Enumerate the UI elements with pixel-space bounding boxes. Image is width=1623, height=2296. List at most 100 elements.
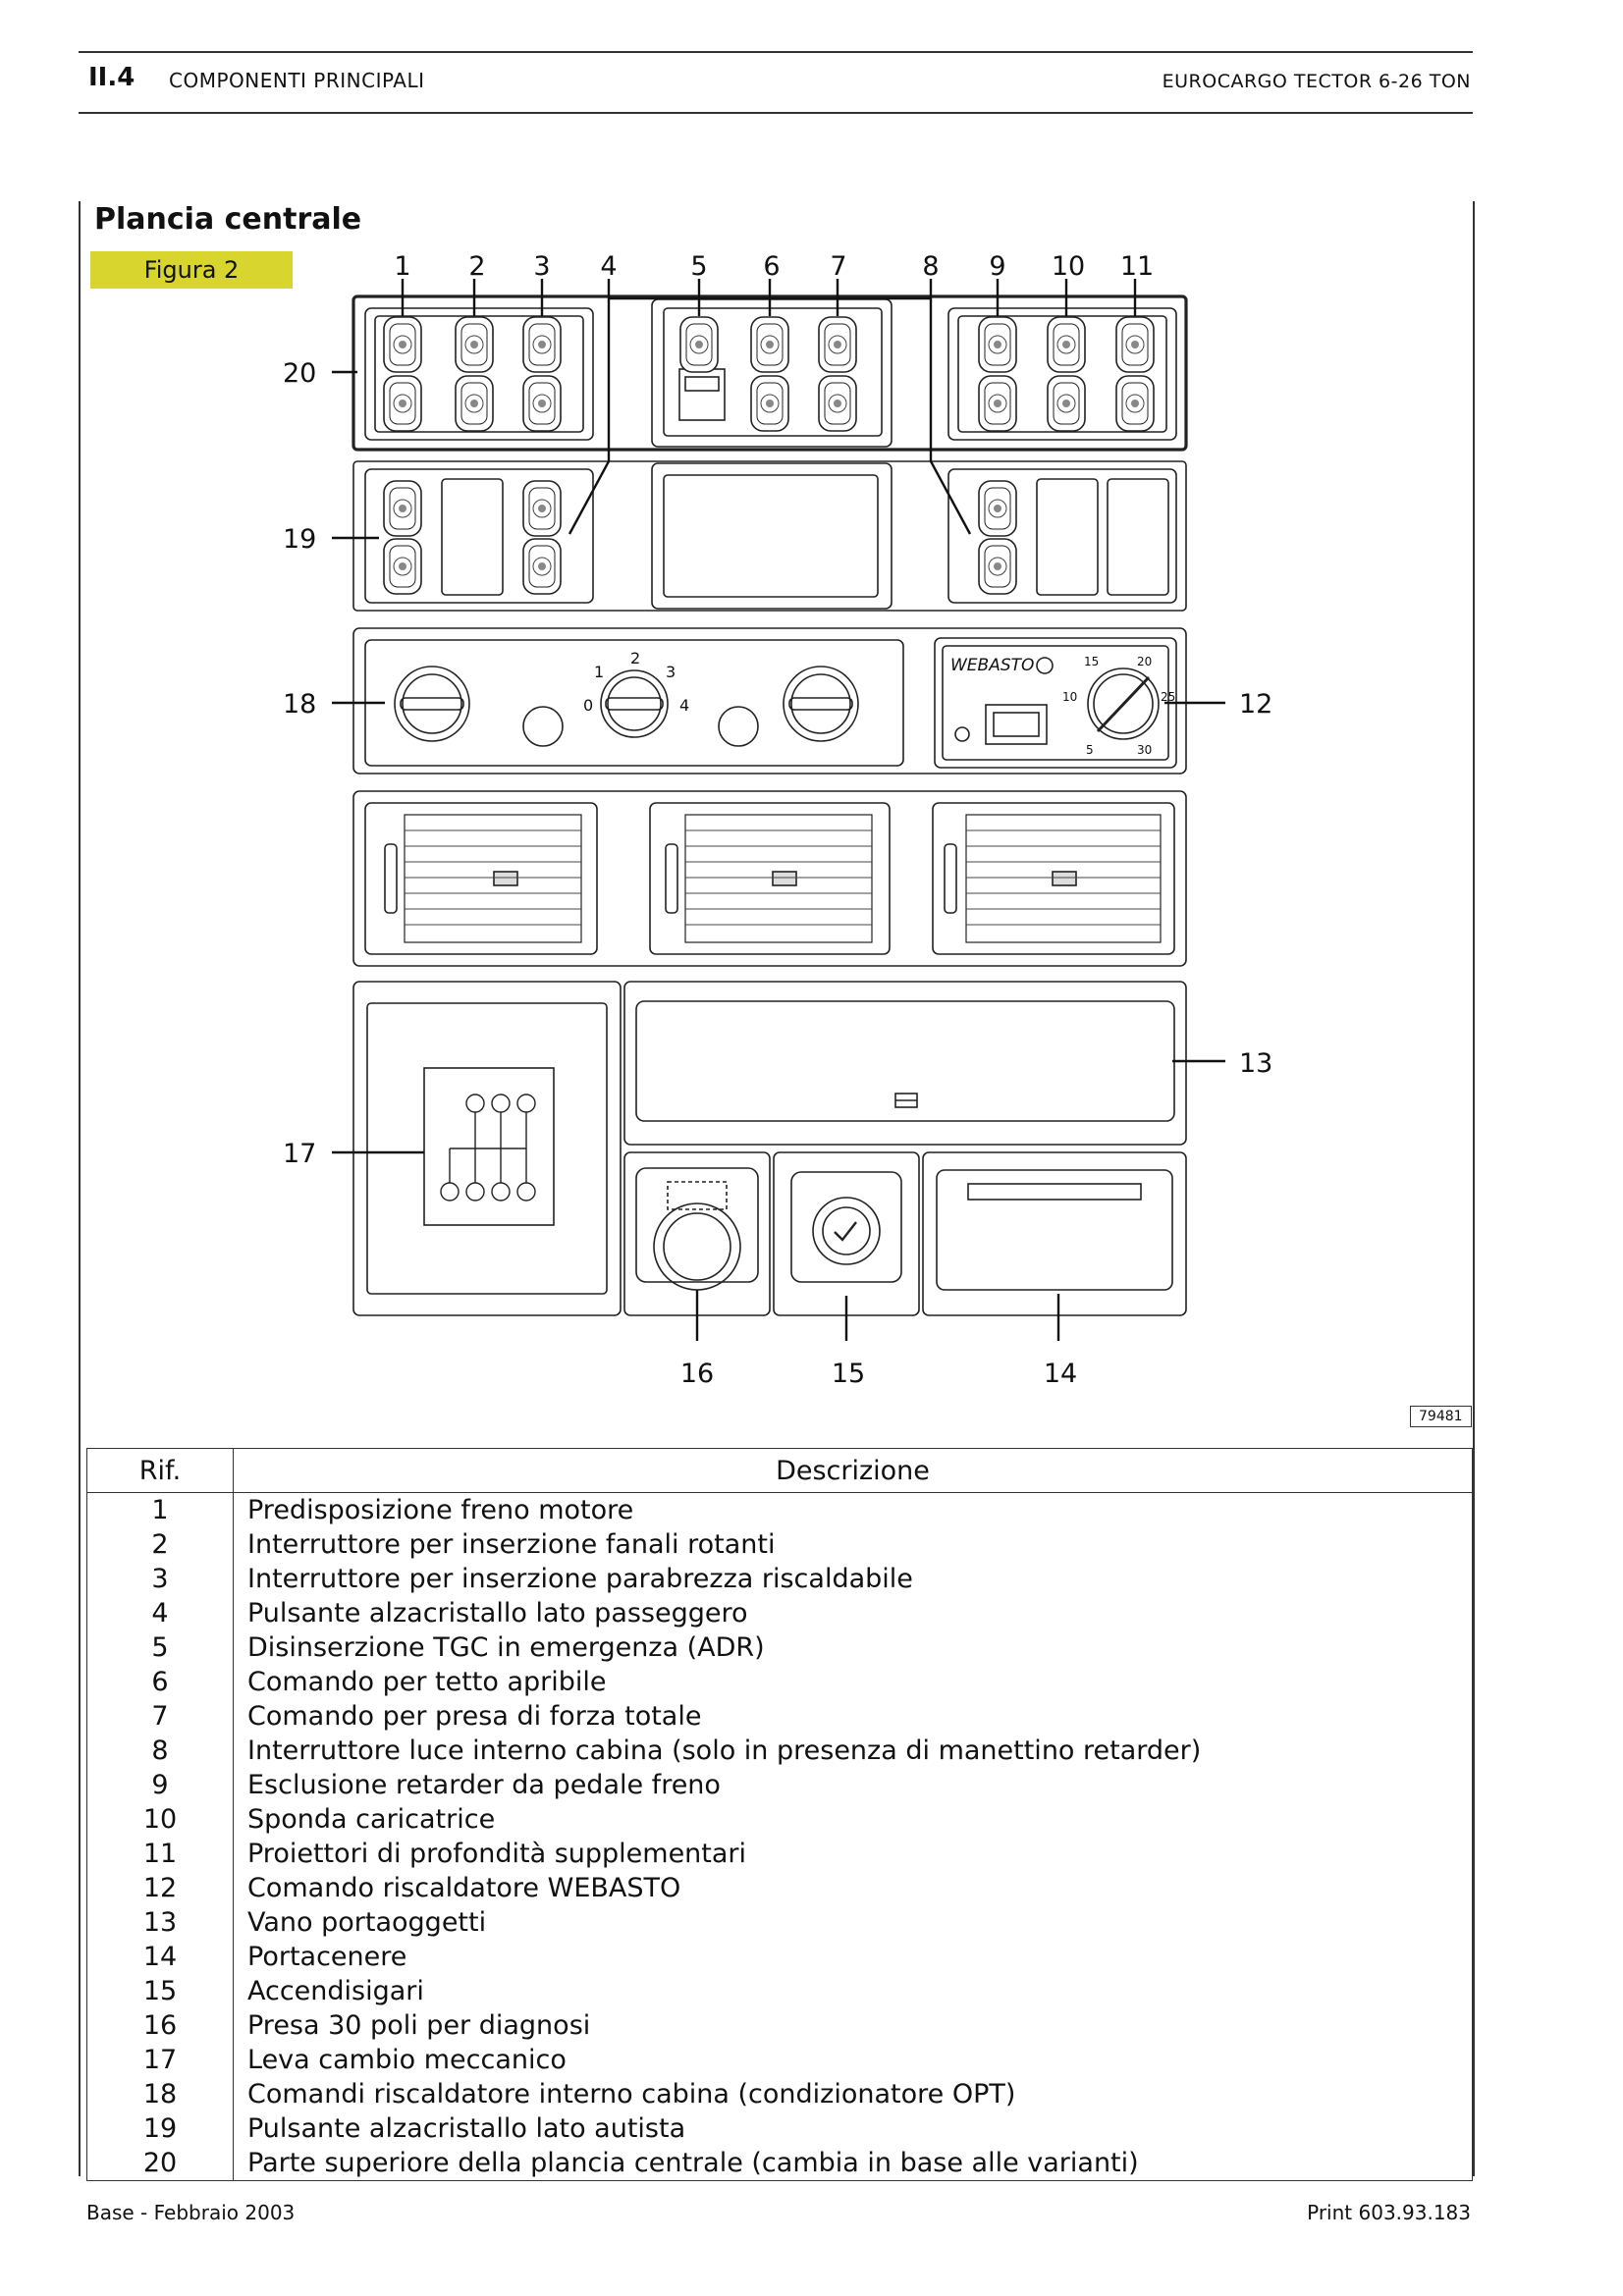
row-rif: 18: [86, 2077, 234, 2111]
gear-shift-pattern: [440, 1094, 536, 1201]
temp-tick-25: 25: [1161, 690, 1175, 704]
temp-tick-30: 30: [1137, 743, 1152, 757]
row-description: Accendisigari: [233, 1974, 1473, 2008]
callout-5: 5: [690, 251, 707, 282]
row-rif: 10: [86, 1802, 234, 1837]
fan-speed-4: 4: [679, 696, 689, 715]
callout-20: 20: [283, 358, 316, 389]
row-rif: 9: [86, 1768, 234, 1802]
row-description: Comando per tetto apribile: [233, 1665, 1473, 1699]
frame-left: [79, 201, 81, 2176]
row-rif: 15: [86, 1974, 234, 2008]
callout-17: 17: [283, 1139, 316, 1169]
footer-edition: Base - Febbraio 2003: [86, 2201, 296, 2224]
fan-speed-0: 0: [583, 696, 593, 715]
header-title: COMPONENTI PRINCIPALI: [169, 69, 425, 92]
section-title: Plancia centrale: [94, 202, 362, 237]
row-description: Portacenere: [233, 1940, 1473, 1974]
row-rif: 17: [86, 2043, 234, 2077]
callout-14: 14: [1044, 1359, 1077, 1389]
row-description: Comandi riscaldatore interno cabina (con…: [233, 2077, 1473, 2111]
header-rule-top: [79, 51, 1473, 53]
column-header-descrizione: Descrizione: [233, 1448, 1473, 1493]
webasto-brand-label: WEBASTO: [950, 656, 1034, 675]
row-rif: 3: [86, 1562, 234, 1596]
callout-9: 9: [989, 251, 1005, 282]
row-description: Disinserzione TGC in emergenza (ADR): [233, 1630, 1473, 1665]
callout-16: 16: [680, 1359, 714, 1389]
callout-4: 4: [600, 251, 617, 282]
row-rif: 7: [86, 1699, 234, 1734]
callout-1: 1: [394, 251, 410, 282]
header-rule-bottom: [79, 112, 1473, 114]
callout-6: 6: [763, 251, 780, 282]
callout-11: 11: [1120, 251, 1154, 282]
fan-speed-3: 3: [666, 663, 676, 681]
row-description: Leva cambio meccanico: [233, 2043, 1473, 2077]
lower-console: [352, 981, 1187, 1316]
row-rif: 2: [86, 1527, 234, 1562]
row-rif: 8: [86, 1734, 234, 1768]
row-rif: 6: [86, 1665, 234, 1699]
dashboard-diagram: WEBASTO 1 2 3 0 4 15 20 10 25 5 30: [283, 251, 1272, 1389]
temp-tick-5: 5: [1086, 743, 1094, 757]
switch-panel-middle: [352, 460, 1187, 612]
air-vent-panel: [352, 790, 1187, 967]
row-description: Pulsante alzacristallo lato autista: [233, 2111, 1473, 2146]
callout-10: 10: [1052, 251, 1085, 282]
row-description: Parte superiore della plancia centrale (…: [233, 2146, 1473, 2181]
row-description: Presa 30 poli per diagnosi: [233, 2008, 1473, 2043]
figure-reference-number: 79481: [1410, 1406, 1472, 1427]
figure-tag: Figura 2: [90, 251, 293, 289]
fan-speed-1: 1: [594, 663, 604, 681]
row-description: Sponda caricatrice: [233, 1802, 1473, 1837]
legend-header-row: Rif. Descrizione: [86, 1448, 1473, 1493]
header-document-title: EUROCARGO TECTOR 6-26 TON: [1162, 71, 1471, 92]
row-description: Comando riscaldatore WEBASTO: [233, 1871, 1473, 1905]
row-description: Esclusione retarder da pedale freno: [233, 1768, 1473, 1802]
row-rif: 14: [86, 1940, 234, 1974]
callout-19: 19: [283, 524, 316, 555]
row-rif: 13: [86, 1905, 234, 1940]
vent-slats: [405, 829, 1161, 926]
row-description: Pulsante alzacristallo lato passeggero: [233, 1596, 1473, 1630]
callout-2: 2: [468, 251, 485, 282]
callout-18: 18: [283, 689, 316, 720]
frame-right: [1473, 201, 1475, 2176]
row-rif: 12: [86, 1871, 234, 1905]
row-rif: 19: [86, 2111, 234, 2146]
footer-print-code: Print 603.93.183: [1307, 2201, 1471, 2224]
row-description: Comando per presa di forza totale: [233, 1699, 1473, 1734]
row-description: Proiettori di profondità supplementari: [233, 1837, 1473, 1871]
row-description: Interruttore per inserzione parabrezza r…: [233, 1562, 1473, 1596]
row-rif: 5: [86, 1630, 234, 1665]
column-header-rif: Rif.: [86, 1448, 234, 1493]
temp-tick-20: 20: [1137, 655, 1152, 668]
callout-8: 8: [922, 251, 939, 282]
row-rif: 11: [86, 1837, 234, 1871]
row-rif: 4: [86, 1596, 234, 1630]
temp-tick-15: 15: [1084, 655, 1099, 668]
row-rif: 20: [86, 2146, 234, 2181]
switch-array: [383, 316, 1155, 595]
callout-3: 3: [533, 251, 550, 282]
callout-13: 13: [1239, 1048, 1272, 1079]
